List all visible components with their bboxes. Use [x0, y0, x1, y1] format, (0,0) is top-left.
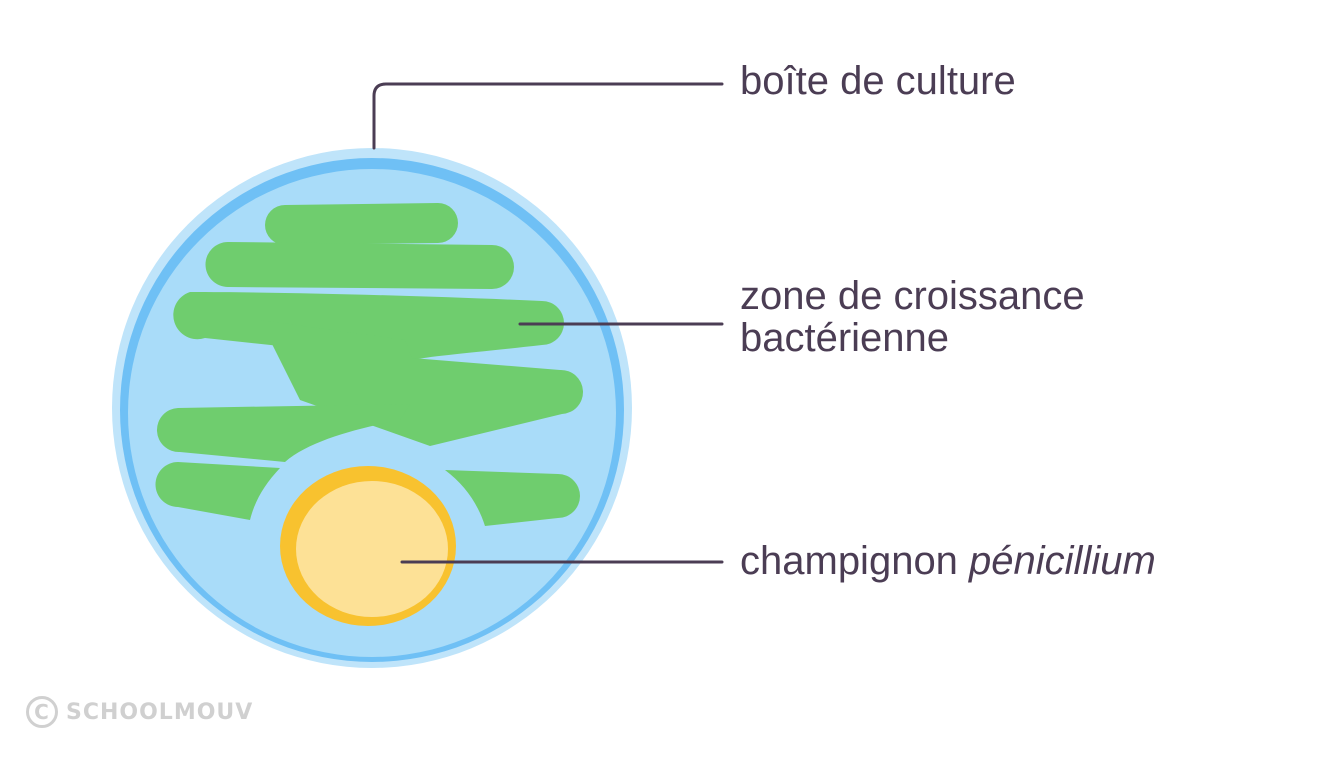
label-fungus-prefix: champignon [740, 539, 970, 583]
bacteria-streak-6 [155, 462, 280, 520]
bacteria-streak-5 [156, 404, 410, 462]
fungus-inner [296, 481, 448, 617]
penicillium-colony [280, 466, 456, 626]
leader-line-dish [372, 82, 724, 150]
bacteria-streak-1 [265, 203, 458, 245]
label-bacterial-growth-line1: zone de croissance [740, 274, 1085, 318]
watermark-text: SCHOOLMOUV [66, 699, 254, 725]
label-fungus: champignon pénicillium [740, 540, 1156, 582]
leader-lines [372, 82, 724, 564]
bacteria-streak-2 [205, 242, 514, 289]
bacteria-streak-7 [445, 470, 580, 526]
bacterial-growth-zone [155, 203, 584, 526]
label-culture-dish: boîte de culture [740, 60, 1016, 102]
label-bacterial-growth-line2: bactérienne [740, 316, 950, 360]
bacteria-streak-4 [260, 320, 584, 446]
label-fungus-species: pénicillium [969, 539, 1156, 583]
schoolmouv-watermark: C SCHOOLMOUV [26, 692, 253, 732]
bacteria-streak-3 [173, 292, 564, 360]
label-bacterial-growth: zone de croissance bactérienne [740, 275, 1085, 359]
copyright-icon: C [26, 696, 58, 728]
label-culture-dish-text: boîte de culture [740, 59, 1016, 103]
